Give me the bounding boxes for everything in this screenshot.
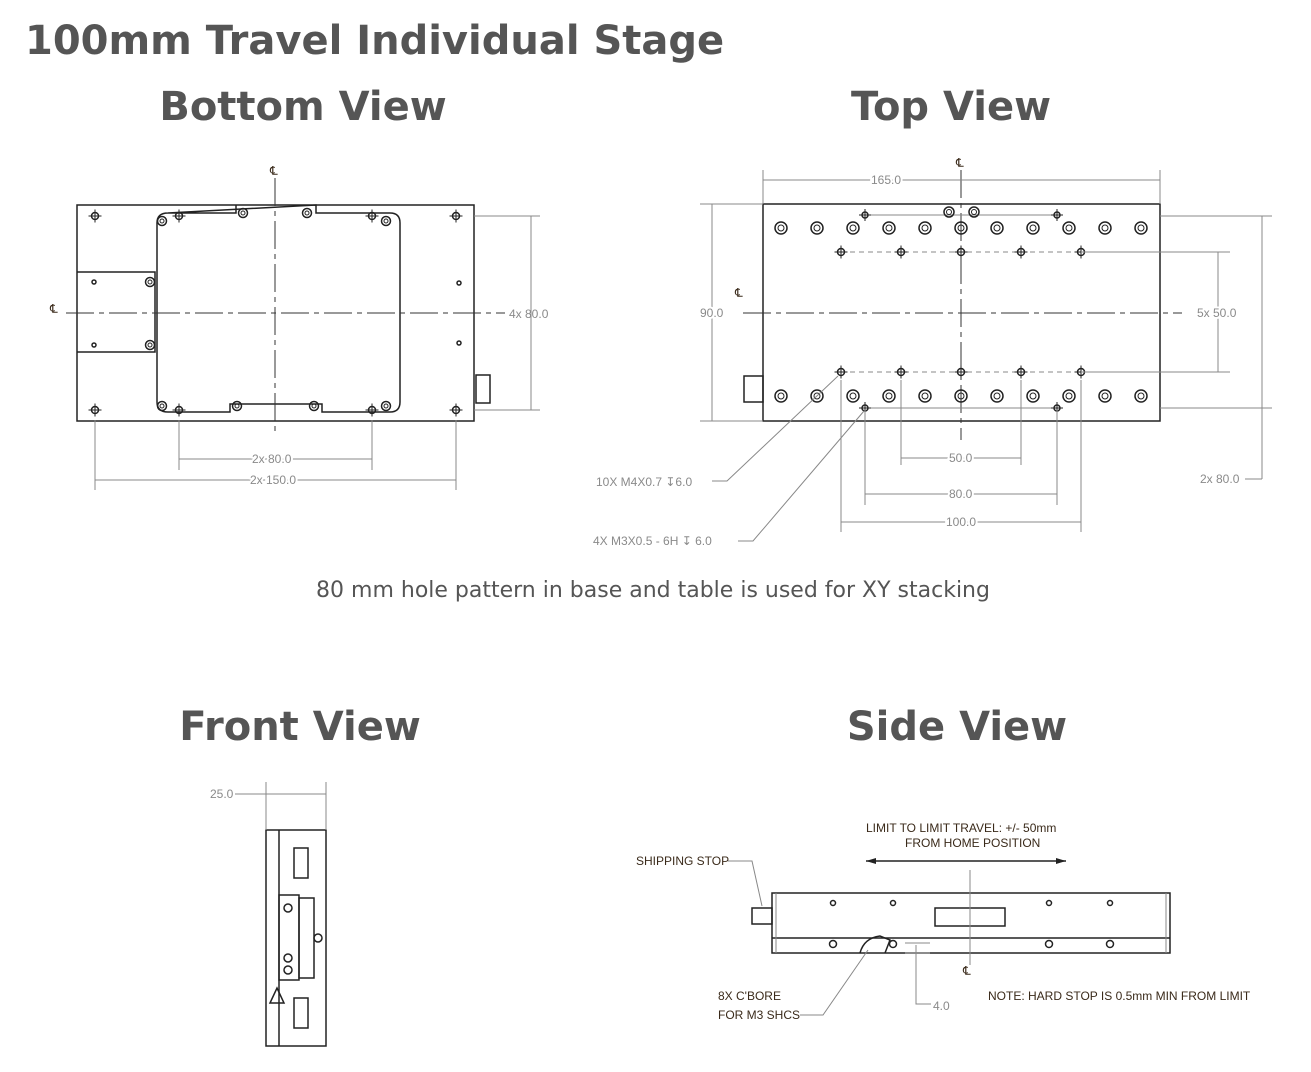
shipping-stop-label: SHIPPING STOP [636,854,729,868]
hole-icon [810,389,824,403]
centerline-mark: ℄ [49,302,58,316]
top-view-title: Top View [850,84,1052,130]
travel-label-2: FROM HOME POSITION [905,836,1040,850]
centerline-mark: ℄ [269,164,278,178]
dim-90: 90.0 [700,306,724,320]
centerline-mark: ℄ [962,964,971,978]
centerline-mark: ℄ [734,286,743,300]
hole-icon [301,207,313,219]
hole-icon [1026,389,1040,403]
hole-icon [1134,221,1148,235]
dim-4: 4.0 [933,999,950,1013]
hole-icon [1062,389,1076,403]
hole-icon [156,400,168,412]
hole-icon [144,339,156,351]
travel-label-1: LIMIT TO LIMIT TRAVEL: +/- 50mm [866,821,1056,835]
dim-50: 50.0 [949,451,973,465]
page-title: 100mm Travel Individual Stage [25,18,725,64]
hole-icon [889,899,897,907]
hole-icon [1045,899,1053,907]
hole-icon [1098,221,1112,235]
hole-icon [990,389,1004,403]
hole-icon [846,389,860,403]
hole-icon [1134,389,1148,403]
hole-callout-m3: 4X M3X0.5 - 6H ↧ 6.0 [593,534,712,548]
hard-stop-note: NOTE: HARD STOP IS 0.5mm MIN FROM LIMIT [988,989,1251,1003]
hole-icon [828,939,838,949]
dim-100: 100.0 [946,515,976,529]
hole-icon [456,280,462,286]
hole-icon [918,221,932,235]
hole-icon [380,400,392,412]
dim-80: 80.0 [949,487,973,501]
top-view-drawing: 165.0 90.0 5x 50.0 50.0 80.0 100.0 2x 80… [593,156,1272,548]
front-view-drawing: 25.0 [210,782,327,1047]
hole-icon [231,400,243,412]
bottom-view-drawing: 4x 80.0 2x 80.0 2x 150.0 ℄ ℄ [49,164,549,490]
hole-icon [1106,899,1114,907]
hole-icon [774,221,788,235]
hole-icon [1026,221,1040,235]
centerline-mark: ℄ [955,156,964,170]
caption: 80 mm hole pattern in base and table is … [316,578,990,603]
hole-icon [774,389,788,403]
dim-25: 25.0 [210,787,234,801]
hole-icon [990,221,1004,235]
hole-icon [918,389,932,403]
hole-icon [237,207,249,219]
hole-icon [943,206,955,218]
hole-icon [846,221,860,235]
hole-icon [954,389,968,403]
hole-icon [1062,221,1076,235]
hole-icon [1105,939,1115,949]
hole-icon [308,400,320,412]
hole-icon [882,389,896,403]
side-view-drawing: LIMIT TO LIMIT TRAVEL: +/- 50mm FROM HOM… [636,821,1251,1022]
hole-icon [954,221,968,235]
bottom-view-title: Bottom View [159,84,447,130]
hole-icon [144,276,156,288]
hole-icon [829,899,837,907]
dim-2x80: 2x 80.0 [252,452,292,466]
front-view-title: Front View [179,704,421,750]
dim-5x50: 5x 50.0 [1197,306,1237,320]
cbore-label-1: 8X C'BORE [718,989,781,1003]
dim-2x150: 2x 150.0 [250,473,296,487]
side-view-title: Side View [846,704,1068,750]
hole-icon [380,215,392,227]
dim-4x80: 4x 80.0 [509,307,549,321]
hole-icon [968,206,980,218]
hole-icon [888,939,898,949]
hole-icon [156,215,168,227]
hole-icon [91,342,97,348]
hole-icon [456,340,462,346]
cbore-label-2: FOR M3 SHCS [718,1008,800,1022]
hole-icon [1098,389,1112,403]
hole-icon [91,279,97,285]
hole-icon [810,221,824,235]
hole-icon [882,221,896,235]
hole-icon [1044,939,1054,949]
hole-callout-m4: 10X M4X0.7 ↧6.0 [596,475,692,489]
dim-165: 165.0 [871,173,901,187]
dim-2x80-side: 2x 80.0 [1200,472,1240,486]
